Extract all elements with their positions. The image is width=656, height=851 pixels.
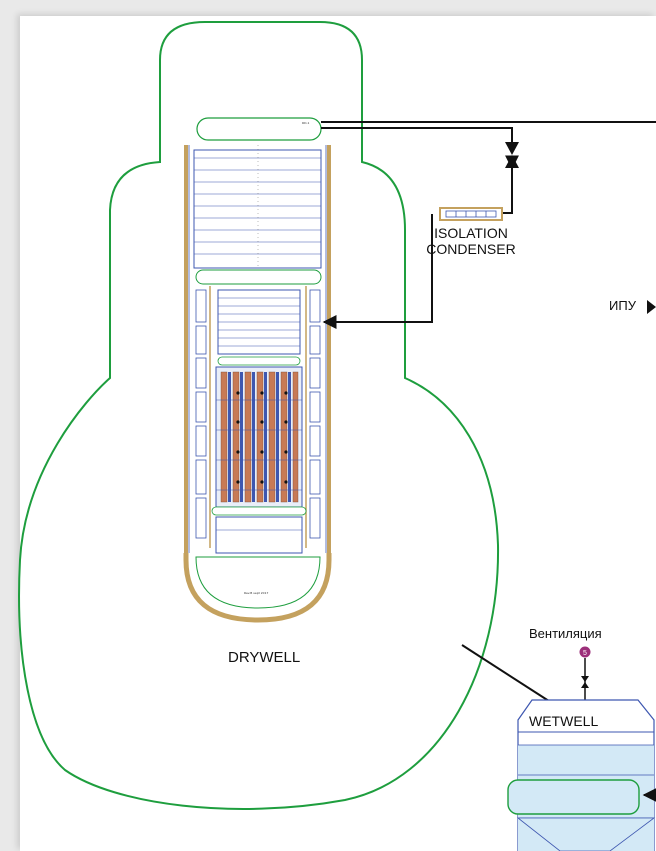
ventilation-marker-number: 5	[583, 650, 587, 657]
lower-section	[216, 517, 302, 553]
isolation-condenser-label-line2: CONDENSER	[426, 241, 515, 257]
side-column-left	[196, 290, 206, 538]
ipu-label: ИПУ	[609, 298, 637, 313]
vessel-wall-right	[327, 145, 331, 553]
lower-plenum	[196, 557, 320, 608]
svg-text:Rev.B sept 2017: Rev.B sept 2017	[244, 591, 268, 595]
steam-valve	[505, 142, 519, 168]
svg-text:RD-1: RD-1	[302, 121, 309, 125]
side-column-right	[310, 290, 320, 538]
vessel-wall-left	[184, 145, 188, 553]
wetwell-label: WETWELL	[529, 713, 598, 729]
steam-dryer	[194, 150, 321, 268]
isolation-condenser-label-line1: ISOLATION	[434, 225, 508, 241]
separator	[196, 270, 321, 284]
ipu-valve-icon	[647, 300, 656, 314]
ventilation-label: Вентиляция	[529, 626, 602, 641]
ventilation-valve	[581, 676, 589, 688]
drywell-label: DRYWELL	[228, 649, 300, 666]
isolation-condenser-unit	[440, 208, 502, 220]
condensate-return-line	[324, 214, 432, 322]
